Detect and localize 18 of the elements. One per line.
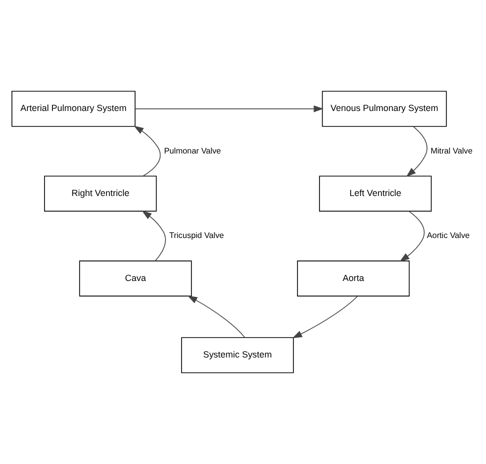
arrow (142, 210, 166, 262)
node-box: Aorta (297, 260, 410, 296)
arrow (188, 296, 246, 338)
node-box: Systemic System (181, 337, 294, 374)
edge-label: Mitral Valve (430, 146, 473, 156)
arrow (134, 105, 324, 112)
arrow (292, 296, 358, 338)
node-box: Arterial Pulmonary System (12, 90, 136, 127)
node-box: Cava (79, 260, 192, 296)
arrow (400, 210, 425, 262)
arrow (134, 126, 161, 176)
node-box: Venous Pulmonary System (322, 90, 447, 127)
node-box: Right Ventricle (44, 176, 157, 212)
edge-label: Pulmonar Valve (164, 146, 221, 156)
edge-label: Tricuspid Valve (169, 231, 224, 240)
node-box: Left Ventricle (319, 176, 432, 212)
arrow (406, 126, 428, 177)
edge-label: Aortic Valve (426, 231, 470, 240)
